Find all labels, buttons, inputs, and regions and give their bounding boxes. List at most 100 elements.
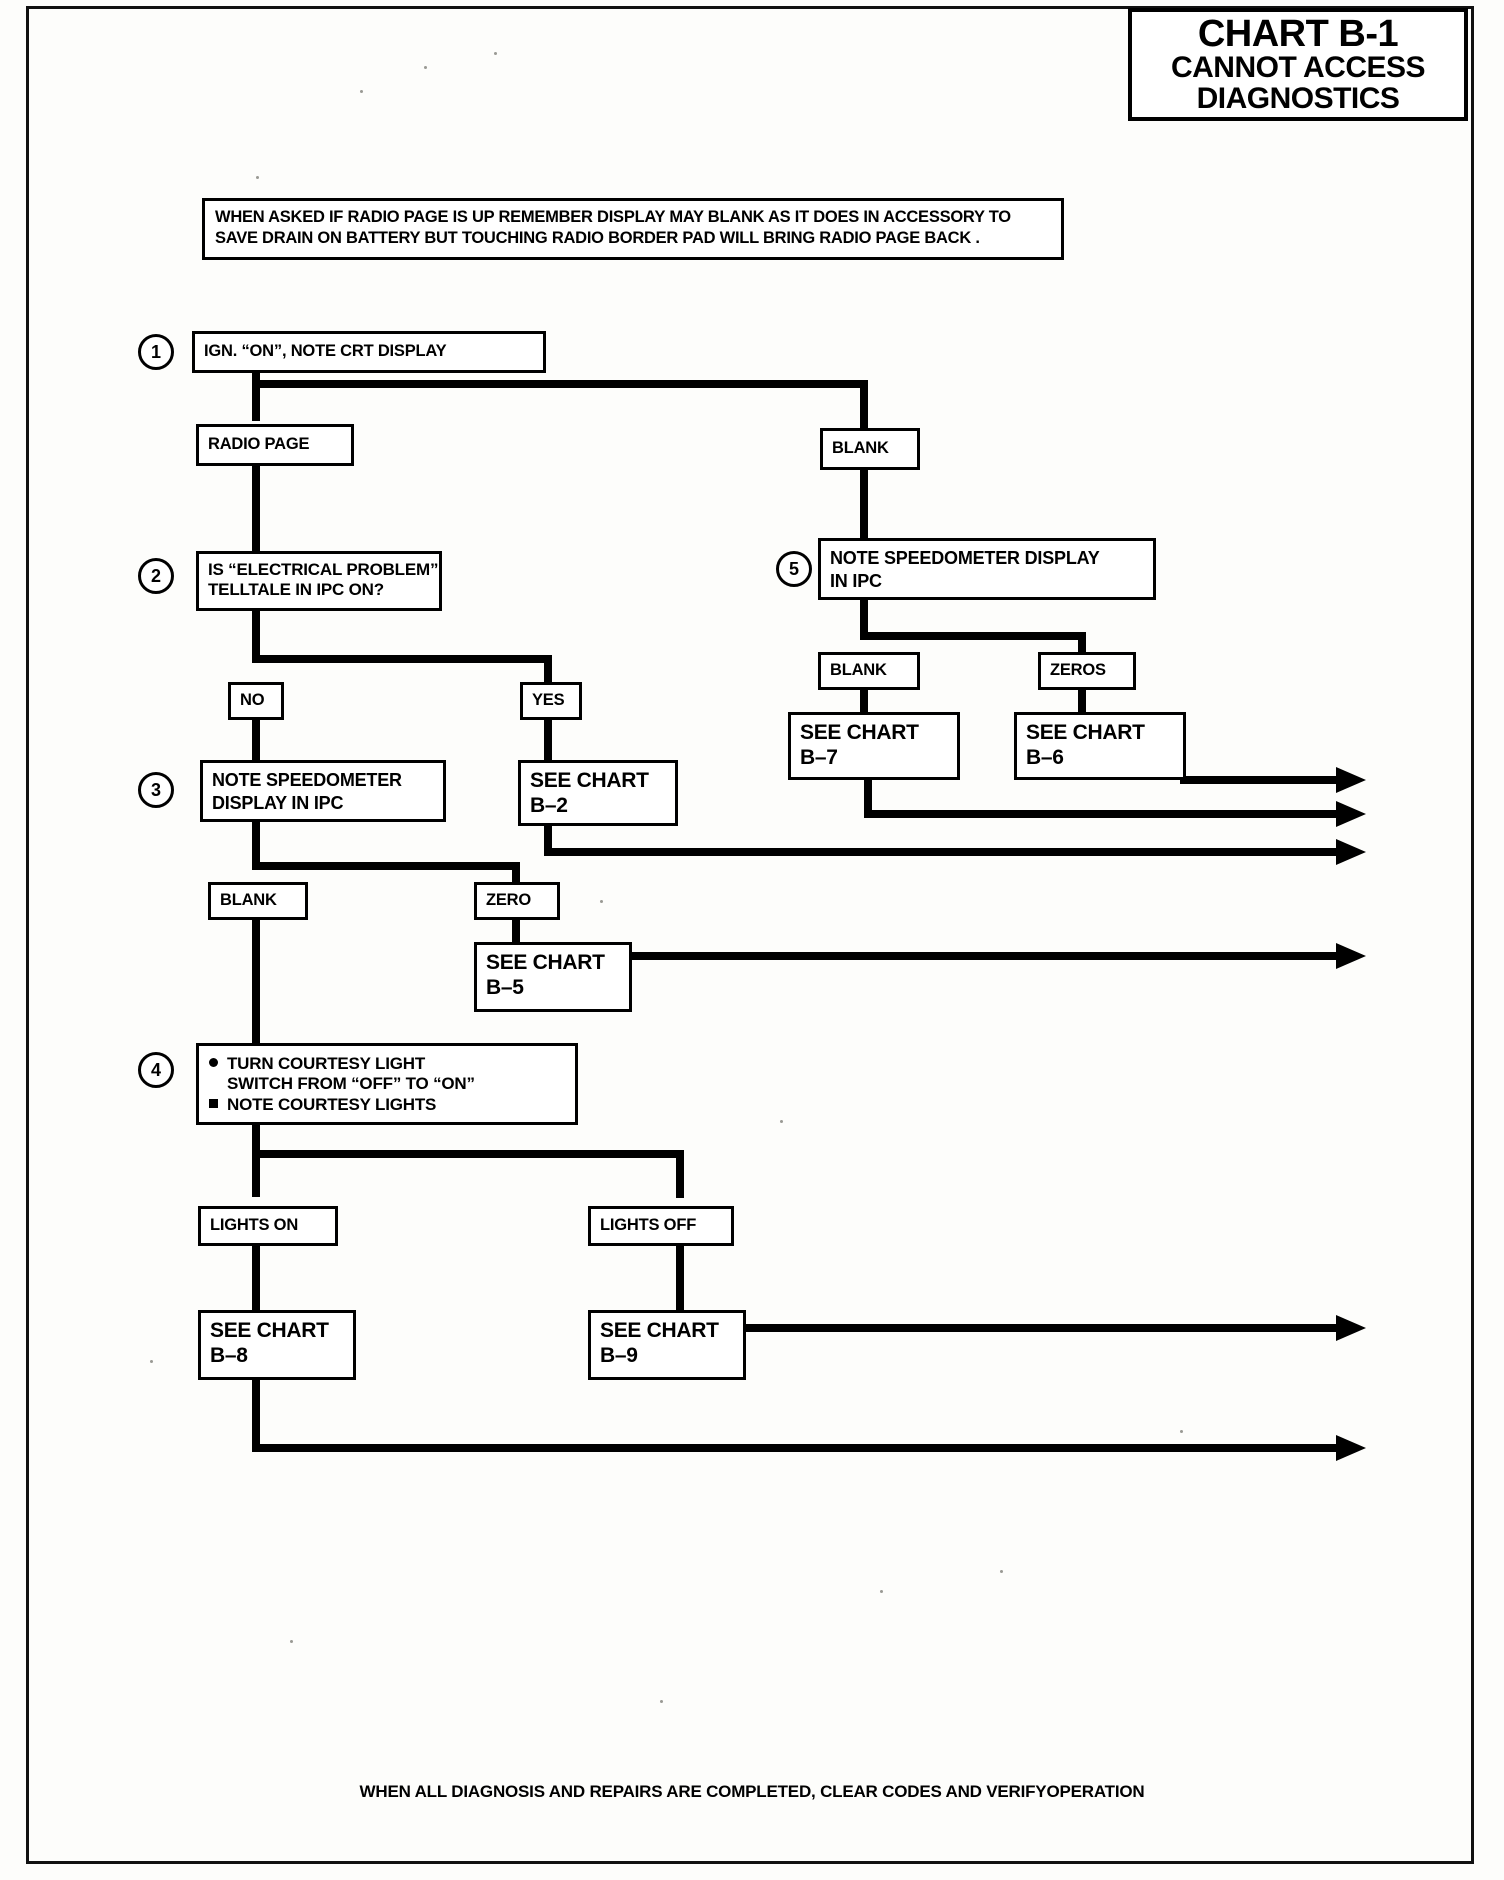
scan-speck [150, 1360, 153, 1363]
scan-speck [1180, 1430, 1183, 1433]
box-radio-page-label: RADIO PAGE [208, 435, 310, 454]
box-lights-off-label: LIGHTS OFF [600, 1216, 697, 1235]
box-zero-3-label: ZERO [486, 891, 532, 910]
box-see-chart-b7-line1: SEE CHART [800, 721, 919, 744]
chart-title-line3: DIAGNOSTICS [1196, 81, 1400, 115]
scan-speck [360, 90, 363, 93]
box-see-chart-b6: SEE CHART B–6 [1014, 712, 1186, 780]
exit-line-b8 [252, 1444, 1340, 1452]
box-zeros-5-label: ZEROS [1050, 661, 1106, 680]
box-zero-3: ZERO [474, 882, 560, 920]
connector [544, 720, 552, 766]
scan-speck [660, 1700, 663, 1703]
box-step4-bullet1-line1-row: TURN COURTESY LIGHT [209, 1054, 565, 1074]
step-number-5: 5 [776, 551, 812, 587]
scan-speck [424, 66, 427, 69]
box-note-speedometer-5-line2: IN IPC [830, 570, 882, 591]
chart-title-line2: CANNOT ACCESS [1170, 51, 1426, 85]
box-see-chart-b9-line2: B–9 [600, 1343, 638, 1367]
box-lights-on: LIGHTS ON [198, 1206, 338, 1246]
box-yes-label: YES [532, 691, 565, 710]
box-blank-5-label: BLANK [830, 661, 887, 680]
exit-line-b9 [742, 1324, 1340, 1332]
connector [252, 380, 868, 388]
exit-line-b2 [544, 848, 1340, 856]
exit-arrow-b6 [1336, 767, 1366, 793]
connector [252, 373, 260, 421]
connector [512, 920, 520, 944]
box-see-chart-b6-line1: SEE CHART [1026, 721, 1145, 744]
connector [676, 1150, 684, 1198]
box-no: NO [228, 682, 284, 720]
exit-arrow-b2 [1336, 839, 1366, 865]
connector [252, 1150, 684, 1158]
box-step4-actions: TURN COURTESY LIGHT SWITCH FROM “OFF” TO… [196, 1043, 578, 1125]
box-blank-top-label: BLANK [832, 439, 889, 458]
box-see-chart-b8-line1: SEE CHART [210, 1319, 329, 1342]
connector [252, 466, 260, 554]
box-step4-bullet1-line1: TURN COURTESY LIGHT [227, 1054, 426, 1073]
box-electrical-problem: IS “ELECTRICAL PROBLEM” TELLTALE IN IPC … [196, 551, 442, 611]
scan-speck [600, 900, 603, 903]
connector [512, 862, 520, 884]
box-note-speedometer-3: NOTE SPEEDOMETER DISPLAY IN IPC [200, 760, 446, 822]
box-ign-on-label: IGN. “ON”, NOTE CRT DISPLAY [204, 342, 447, 361]
connector [252, 862, 520, 870]
connector [860, 470, 868, 538]
exit-line-b6 [1180, 776, 1340, 784]
connector [860, 380, 868, 428]
box-note-speedometer-5: NOTE SPEEDOMETER DISPLAY IN IPC [818, 538, 1156, 600]
exit-arrow-b8 [1336, 1435, 1366, 1461]
connector [252, 920, 260, 1056]
note-box: WHEN ASKED IF RADIO PAGE IS UP REMEMBER … [202, 198, 1064, 260]
connector [252, 655, 552, 663]
scan-speck [780, 1120, 783, 1123]
box-see-chart-b5: SEE CHART B–5 [474, 942, 632, 1012]
connector [864, 780, 872, 818]
footer-note: WHEN ALL DIAGNOSIS AND REPAIRS ARE COMPL… [359, 1782, 1145, 1801]
scan-speck [256, 176, 259, 179]
box-blank-top: BLANK [820, 428, 920, 470]
box-see-chart-b9-line1: SEE CHART [600, 1319, 719, 1342]
box-blank-3: BLANK [208, 882, 308, 920]
scan-speck [290, 1640, 293, 1643]
box-see-chart-b8-line2: B–8 [210, 1343, 248, 1367]
box-lights-on-label: LIGHTS ON [210, 1216, 299, 1235]
box-step4-bullet2-row: NOTE COURTESY LIGHTS [209, 1095, 565, 1115]
page-border [26, 6, 1474, 1864]
connector [544, 655, 552, 683]
box-step4-bullet1-line2: SWITCH FROM “OFF” TO “ON” [227, 1074, 475, 1094]
connector [252, 720, 260, 766]
box-blank-5: BLANK [818, 652, 920, 690]
bullet-icon [209, 1058, 218, 1067]
box-see-chart-b2-line2: B–2 [530, 793, 568, 817]
exit-arrow-b5 [1336, 943, 1366, 969]
box-note-speedometer-3-line1: NOTE SPEEDOMETER [212, 770, 402, 790]
box-see-chart-b5-line1: SEE CHART [486, 951, 605, 974]
step-number-1: 1 [138, 334, 174, 370]
box-note-speedometer-5-line1: NOTE SPEEDOMETER DISPLAY [830, 548, 1100, 568]
box-electrical-problem-line2: TELLTALE IN IPC ON? [208, 580, 384, 600]
box-see-chart-b6-line2: B–6 [1026, 745, 1064, 769]
connector [1078, 632, 1086, 654]
step-number-3: 3 [138, 772, 174, 808]
scan-speck [494, 52, 497, 55]
connector [676, 1246, 684, 1312]
step-number-4: 4 [138, 1052, 174, 1088]
box-no-label: NO [240, 691, 265, 710]
box-note-speedometer-3-line2: DISPLAY IN IPC [212, 792, 344, 813]
box-electrical-problem-line1: IS “ELECTRICAL PROBLEM” [208, 560, 439, 579]
connector [544, 826, 552, 856]
exit-arrow-b7 [1336, 801, 1366, 827]
connector [252, 1380, 260, 1452]
connector [252, 611, 260, 663]
box-see-chart-b9: SEE CHART B–9 [588, 1310, 746, 1380]
exit-arrow-b9 [1336, 1315, 1366, 1341]
box-zeros-5: ZEROS [1038, 652, 1136, 690]
box-lights-off: LIGHTS OFF [588, 1206, 734, 1246]
exit-line-b7 [864, 810, 1340, 818]
note-line-1: WHEN ASKED IF RADIO PAGE IS UP REMEMBER … [215, 208, 1011, 226]
box-blank-3-label: BLANK [220, 891, 277, 910]
connector [252, 1246, 260, 1312]
